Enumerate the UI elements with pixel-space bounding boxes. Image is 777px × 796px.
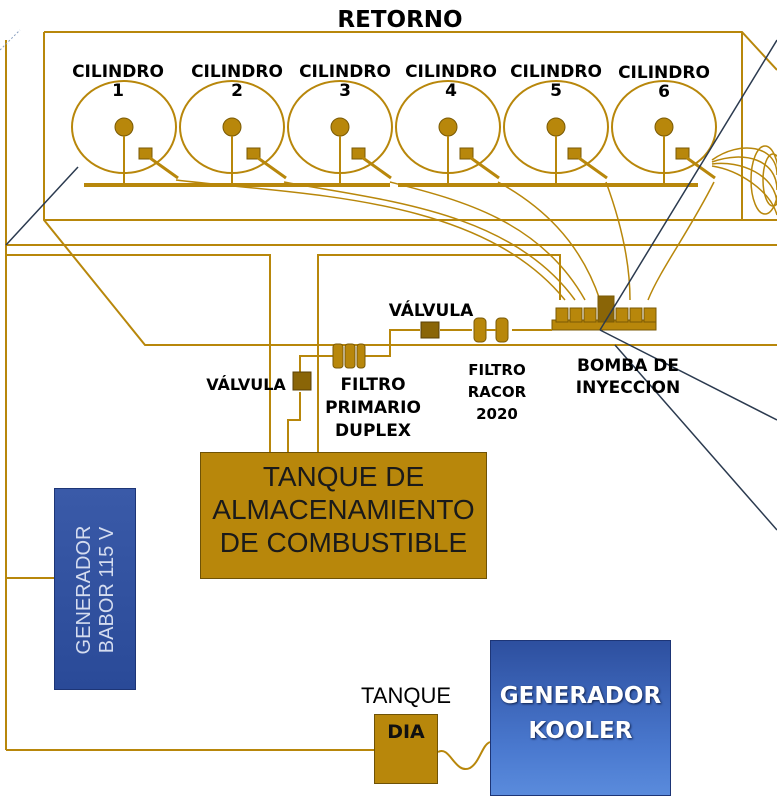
injector-4-knob [438, 117, 458, 137]
injection-lines [175, 179, 715, 301]
injector-2-knob [222, 117, 242, 137]
return-title: RETORNO [337, 7, 463, 33]
valve-top-shape [420, 321, 440, 339]
filter-primary-shape [332, 343, 366, 369]
valve-top-label: VÁLVULA [388, 301, 474, 321]
outer-loop [5, 40, 491, 771]
filter-racor-shape [473, 317, 509, 343]
injection-pump [551, 295, 657, 331]
injectors-group [114, 117, 690, 160]
pointer-lines [5, 39, 777, 531]
dash-corner [0, 29, 21, 51]
supply-line [6, 254, 561, 452]
injector-6-knob [654, 117, 674, 137]
injector-1-knob [114, 117, 134, 137]
valve-left-shape [292, 371, 312, 391]
engine-block [6, 31, 777, 346]
day-tank-label: DIA [387, 721, 425, 743]
valve-left-label: VÁLVULA [206, 375, 286, 394]
injector-3-knob [330, 117, 350, 137]
injector-5-knob [546, 117, 566, 137]
day-tank: DIA [374, 714, 438, 784]
day-tank-title: TANQUE [360, 683, 452, 708]
exhaust-coils [711, 145, 777, 216]
